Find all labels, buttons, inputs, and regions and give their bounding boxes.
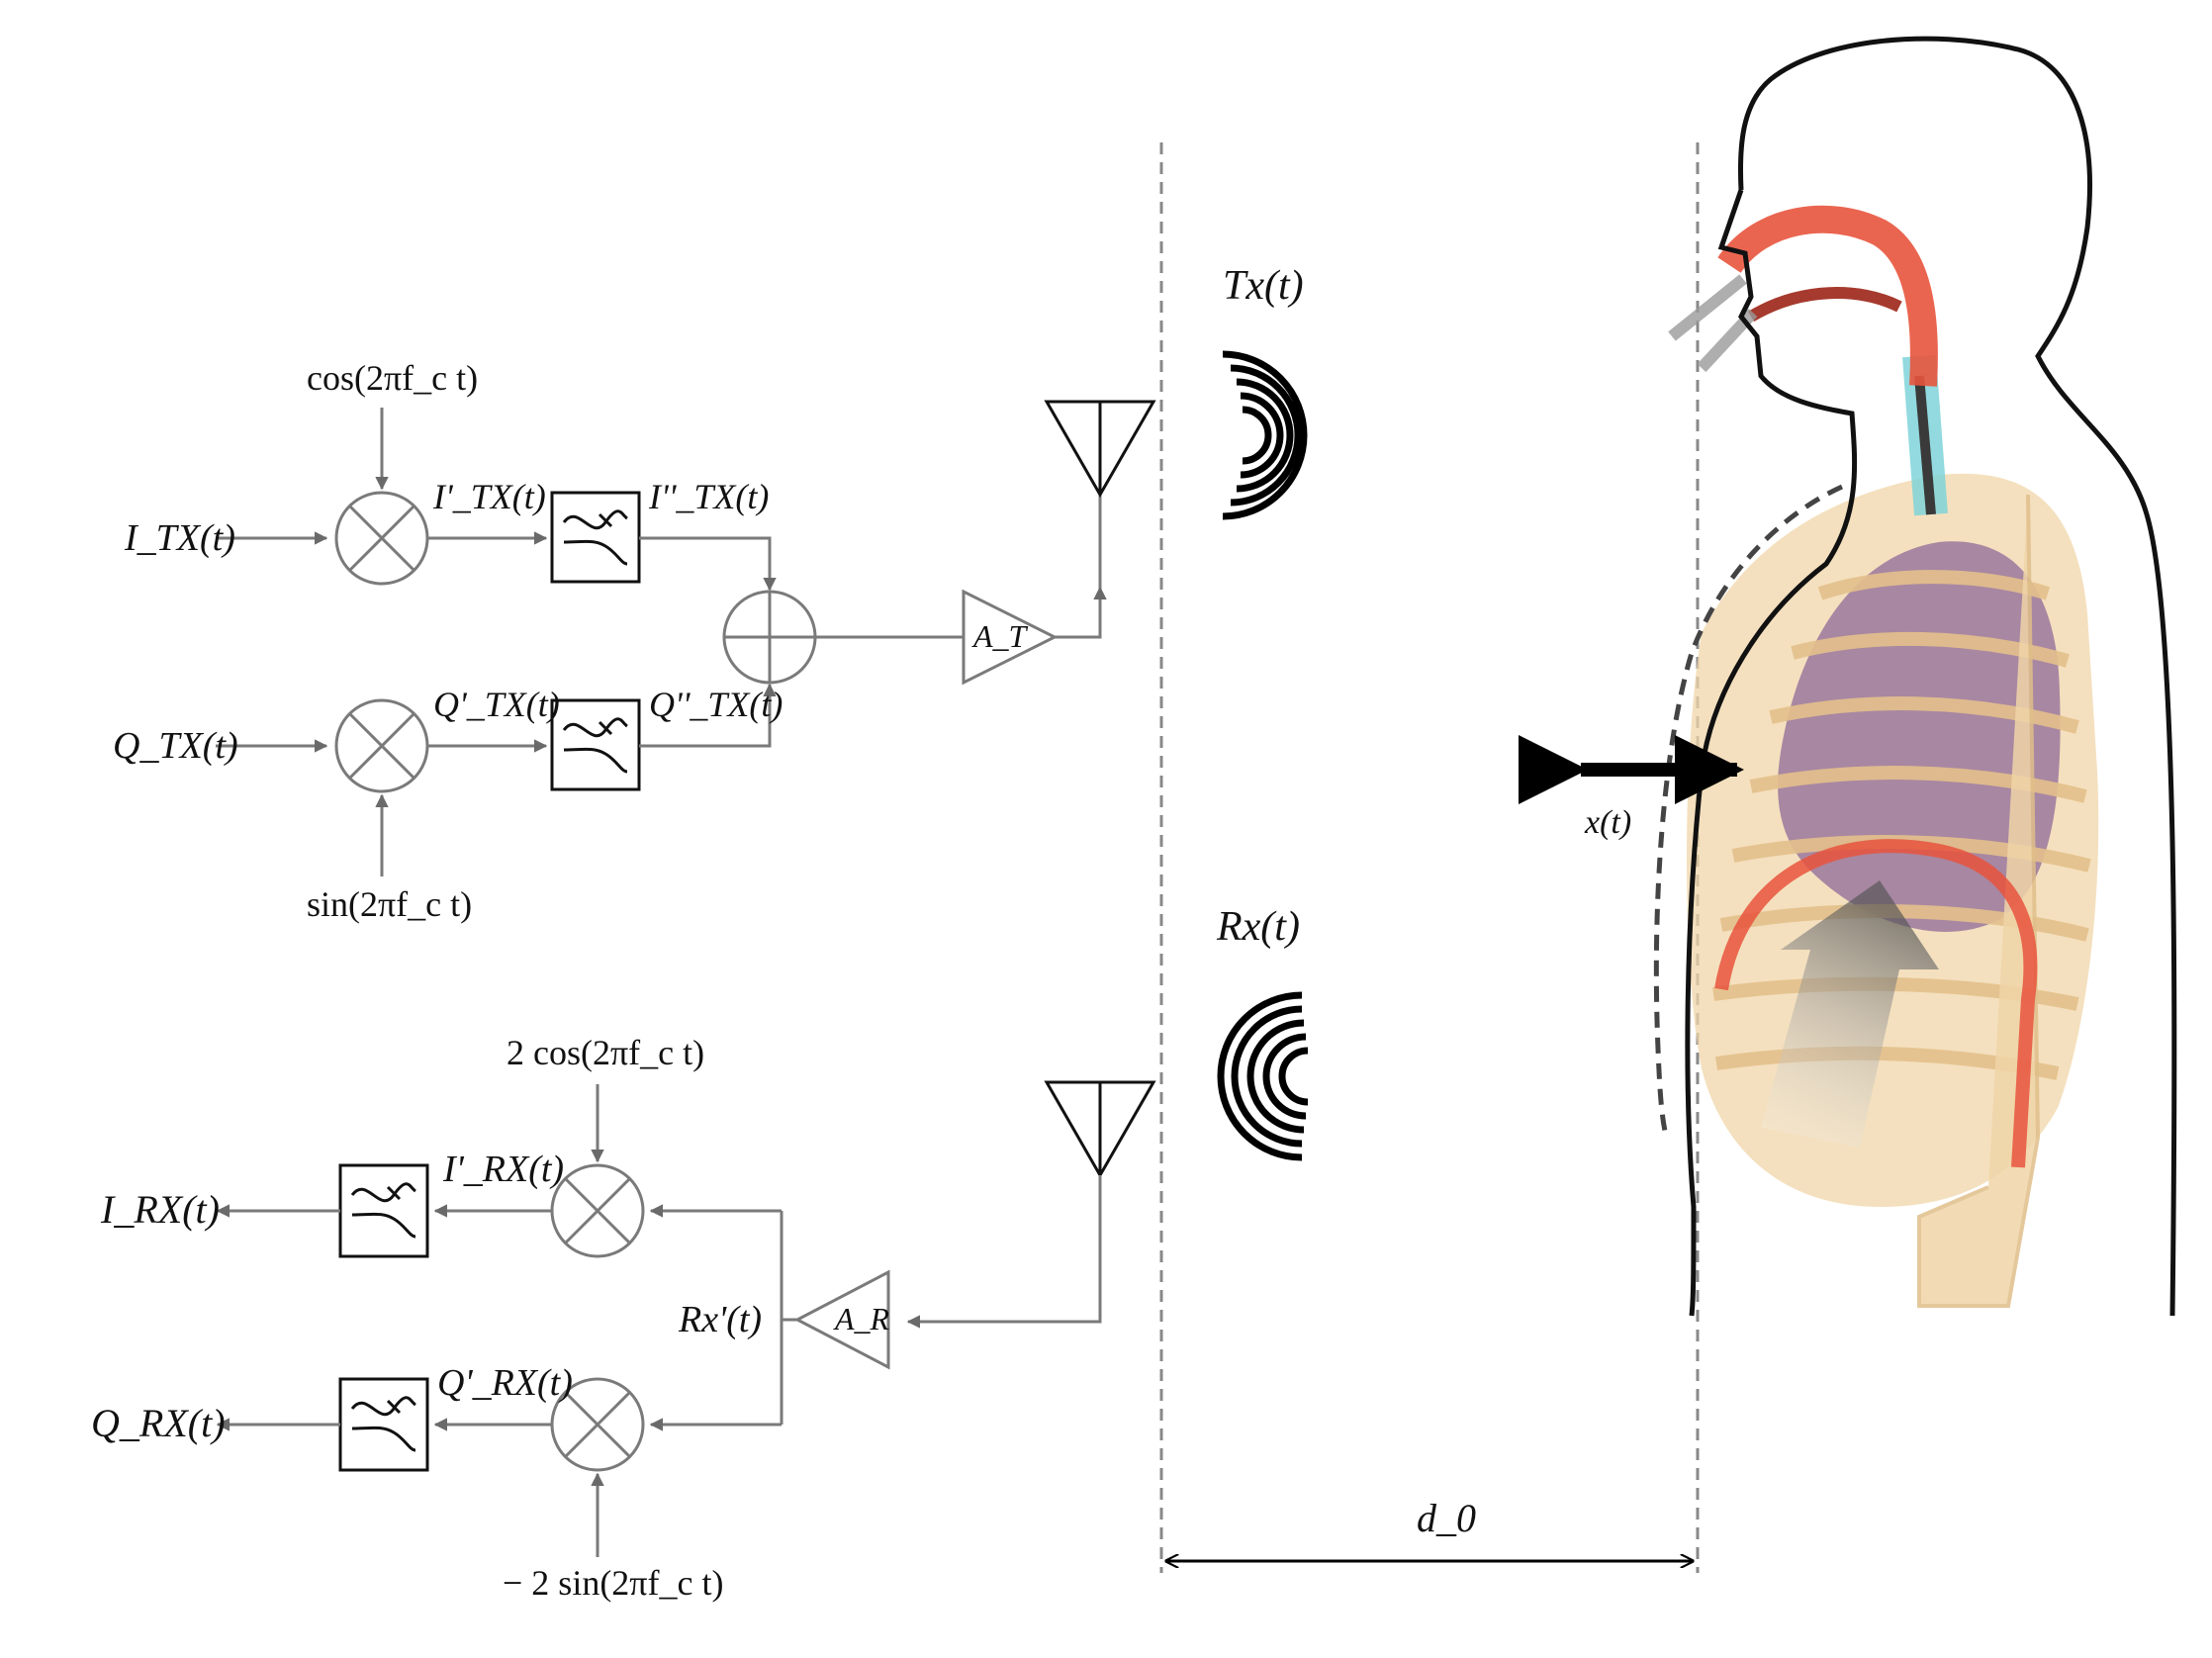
rx-cos-lo-label: 2 cos(2πf_c t) (507, 1033, 704, 1072)
tx-chain (216, 400, 1156, 876)
breathing-direction-arrow (1761, 880, 1939, 1148)
tx-i-input-label: I_TX(t) (124, 517, 235, 559)
tx-amplifier (962, 589, 1059, 686)
rx-amplifier-label: A_R (833, 1301, 890, 1336)
tx-q-lowpass-filter (550, 698, 641, 791)
human-torso-illustration (1653, 36, 2177, 1317)
tx-antenna-icon (1044, 400, 1156, 499)
tx-q-mixer (334, 698, 429, 793)
tx-summer (722, 590, 817, 685)
tx-cos-lo-label: cos(2πf_c t) (307, 358, 478, 398)
distance-label: d_0 (1417, 1496, 1476, 1540)
rx-i-mixed-label: I'_RX(t) (442, 1149, 564, 1190)
nasal-airway (1717, 205, 1938, 387)
body-outline-front (1685, 189, 1858, 1317)
tx-sin-lo-label: sin(2πf_c t) (307, 884, 472, 924)
tx-amplifier-label: A_T (971, 618, 1029, 654)
rx-received-label: Rx'(t) (678, 1299, 762, 1340)
tx-i-filtered-label: I''_TX(t) (648, 477, 769, 516)
rx-i-mixer (550, 1163, 645, 1258)
rx-chain (216, 1080, 1156, 1557)
tx-i-lowpass-filter (550, 491, 641, 584)
displacement-label: x(t) (1584, 804, 1631, 841)
rx-wave-icon (1217, 991, 1309, 1161)
rx-q-lowpass-filter (338, 1377, 429, 1472)
spine (1917, 494, 2041, 1308)
rx-q-mixer (550, 1377, 645, 1472)
tx-q-filter-out-wire (639, 683, 777, 748)
oral-airway (1747, 287, 1902, 322)
rx-sin-lo-label: − 2 sin(2πf_c t) (503, 1563, 723, 1603)
tx-i-filter-out-wire (639, 536, 777, 592)
body-outline-back (1737, 36, 2177, 1317)
trachea-core (1914, 375, 1936, 515)
exhale-arrows-icon (1668, 274, 1758, 373)
tx-q-input-label: Q_TX(t) (113, 725, 238, 767)
rx-q-mixed-label: Q'_RX(t) (437, 1362, 573, 1404)
rx-i-output-label: I_RX(t) (100, 1187, 220, 1232)
diaphragm (1714, 839, 2038, 1168)
tx-q-filtered-label: Q''_TX(t) (649, 685, 783, 724)
rx-signal-label: Rx(t) (1216, 904, 1300, 950)
tx-i-mixed-label: I'_TX(t) (432, 477, 546, 516)
chest-excursion-line (1653, 484, 1844, 1137)
tx-i-mixer (334, 491, 429, 586)
tx-signal-label: Tx(t) (1223, 263, 1304, 309)
tx-antenna-feed-wire (1055, 586, 1107, 639)
rx-antenna-icon (1044, 1080, 1156, 1179)
rx-amplifier (793, 1269, 890, 1370)
rx-antenna-feed-wire (906, 1175, 1102, 1329)
tx-q-mixed-label: Q'_TX(t) (433, 685, 560, 724)
rx-i-lowpass-filter (338, 1163, 429, 1258)
rx-q-output-label: Q_RX(t) (91, 1401, 226, 1445)
tx-wave-icon (1222, 350, 1308, 520)
